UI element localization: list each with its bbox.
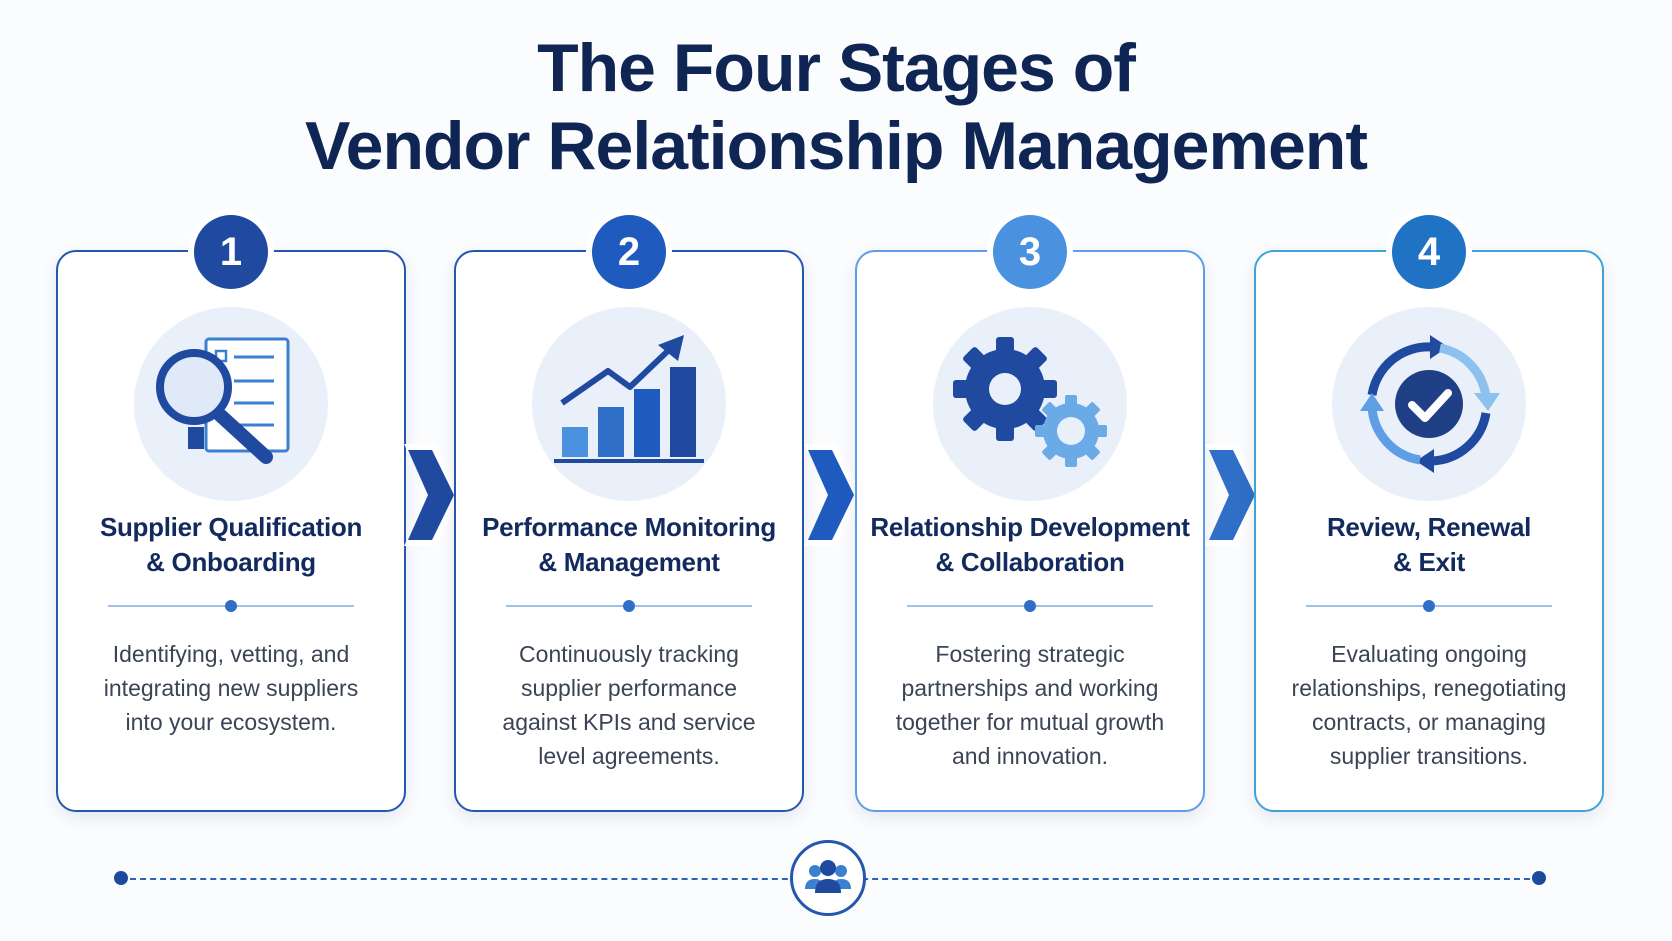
- stage-title-line: & Onboarding: [146, 547, 316, 577]
- desc-line: level agreements.: [538, 743, 720, 769]
- stage-card-4: 4 Review, Renewal & Exit Evaluating ongo…: [1254, 215, 1604, 812]
- stage-title-line: & Collaboration: [935, 547, 1125, 577]
- timeline-end-dot: [1532, 871, 1546, 885]
- desc-line: Identifying, vetting, and: [112, 641, 350, 667]
- magnifier-checklist-icon: [134, 307, 328, 501]
- stage-description: Evaluating ongoing relationships, renego…: [1276, 637, 1582, 773]
- desc-line: supplier performance: [520, 675, 738, 701]
- desc-line: and innovation.: [951, 743, 1108, 769]
- stage-title: Supplier Qualification & Onboarding: [68, 510, 394, 580]
- chevron-right-icon: [804, 444, 862, 546]
- stage-title-line: Review, Renewal: [1326, 512, 1532, 542]
- desc-line: relationships, renegotiating: [1291, 675, 1567, 701]
- desc-line: supplier transitions.: [1329, 743, 1529, 769]
- timeline-start-dot: [114, 871, 128, 885]
- divider: [1306, 600, 1552, 612]
- desc-line: Continuously tracking: [519, 641, 739, 667]
- stage-number-badge: 2: [592, 215, 666, 289]
- cycle-check-icon: [1332, 307, 1526, 501]
- desc-line: into your ecosystem.: [125, 709, 337, 735]
- stage-description: Fostering strategic partnerships and wor…: [877, 637, 1183, 773]
- stage-description: Identifying, vetting, and integrating ne…: [78, 637, 384, 739]
- desc-line: Evaluating ongoing: [1331, 641, 1527, 667]
- stage-title-line: & Management: [538, 547, 720, 577]
- desc-line: partnerships and working: [901, 675, 1159, 701]
- divider: [108, 600, 354, 612]
- divider: [506, 600, 752, 612]
- stage-title: Performance Monitoring & Management: [466, 510, 792, 580]
- stage-title: Review, Renewal & Exit: [1266, 510, 1592, 580]
- title-line-2: Vendor Relationship Management: [305, 108, 1368, 184]
- stage-number-badge: 3: [993, 215, 1067, 289]
- stage-title-line: & Exit: [1393, 547, 1465, 577]
- chevron-right-icon: [404, 444, 462, 546]
- desc-line: together for mutual growth: [895, 709, 1165, 735]
- title-line-1: The Four Stages of: [537, 30, 1136, 106]
- desc-line: against KPIs and service: [502, 709, 756, 735]
- stage-title: Relationship Development & Collaboration: [867, 510, 1193, 580]
- stage-description: Continuously tracking supplier performan…: [476, 637, 782, 773]
- stage-card-2: 2 Performance Monitoring & Management Co…: [454, 215, 804, 812]
- gears-icon: [933, 307, 1127, 501]
- desc-line: contracts, or managing: [1312, 709, 1546, 735]
- stage-number-badge: 4: [1392, 215, 1466, 289]
- divider: [907, 600, 1153, 612]
- team-icon: [790, 840, 866, 916]
- desc-line: integrating new suppliers: [103, 675, 359, 701]
- stage-title-line: Supplier Qualification: [99, 512, 363, 542]
- desc-line: Fostering strategic: [935, 641, 1125, 667]
- chevron-right-icon: [1205, 444, 1263, 546]
- growth-chart-icon: [532, 307, 726, 501]
- stage-card-3: 3 Relationship Development & Collabor: [855, 215, 1205, 812]
- stage-card-1: 1 Supplier Qualification & Onboarding Id…: [56, 215, 406, 812]
- stage-title-line: Performance Monitoring: [482, 512, 776, 542]
- stage-title-line: Relationship Development: [870, 512, 1190, 542]
- stage-number-badge: 1: [194, 215, 268, 289]
